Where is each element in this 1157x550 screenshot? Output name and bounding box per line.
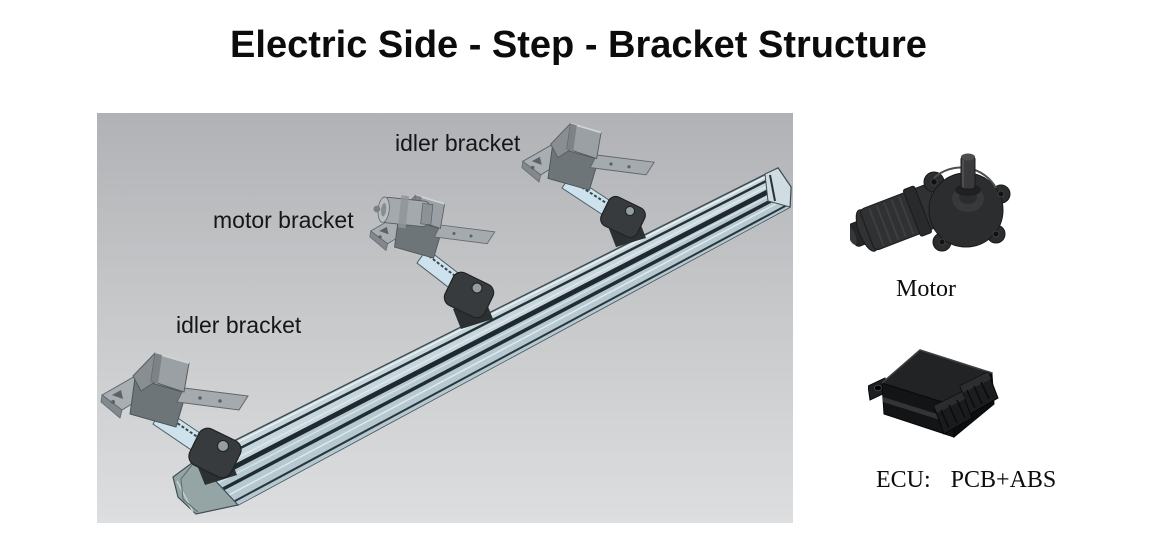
label-motor-bracket: motor bracket (213, 207, 354, 233)
ecu-image (868, 349, 999, 439)
motor-caption: Motor (896, 276, 956, 302)
rail-end-cap-left (172, 459, 240, 515)
rail-end-cap-right (764, 167, 792, 208)
bracket-motor-cylinder (373, 195, 434, 229)
page-title: Electric Side - Step - Bracket Structure (230, 24, 927, 66)
step-board-rail (172, 167, 792, 515)
label-idler-bracket-top: idler bracket (395, 130, 521, 156)
pivot-block-middle (443, 271, 495, 329)
idler-bracket-top (521, 122, 656, 192)
ecu-connector-lower (933, 391, 973, 435)
idler-bracket-bottom (100, 352, 249, 428)
ecu-caption-value: PCB+ABS (950, 467, 1057, 493)
bracket-structure-figure: idler bracket motor bracket idler bracke… (97, 113, 793, 523)
pivot-block-top (600, 195, 646, 247)
ecu-caption-prefix: ECU: (876, 467, 931, 493)
ecu-caption: ECU: PCB+ABS (876, 467, 1056, 494)
label-idler-bracket-bottom: idler bracket (176, 312, 302, 338)
motor-bracket (369, 194, 496, 260)
side-step-rendering (100, 122, 792, 515)
pivot-block-bottom (188, 427, 242, 485)
motor-image (850, 153, 1011, 252)
